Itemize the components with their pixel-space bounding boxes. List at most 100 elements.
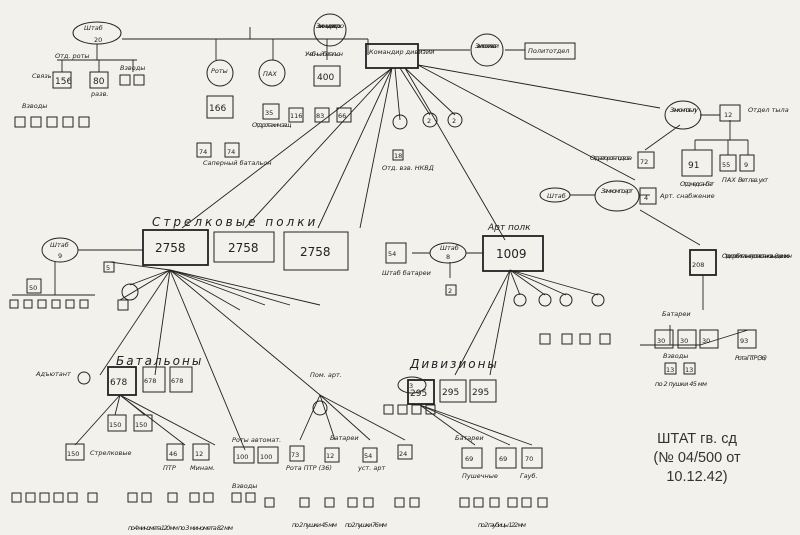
battalion-2[interactable]: 678 [142,366,166,393]
art-polk-node[interactable]: Арт полк 1009 Штаб 8 54 Штаб батареи 2 [382,223,611,345]
ptd-vzvody: Взводы [663,352,688,360]
strelk-label: Стрелковые [90,449,131,457]
ptd-node[interactable]: 208 Отд. истребительно-противотанковый д… [654,249,792,388]
avtomat-num-1: 100 [236,453,248,461]
art-polk-num: 1009 [496,247,527,261]
div-inzh-node: Роты 166 Саперный батальон 74 74 [196,59,272,167]
voen-2-num: 2 [452,117,456,125]
divizion-2[interactable]: 295 [439,379,467,403]
ptd-num: 208 [692,261,704,269]
pom-art-num-54: 54 [364,452,372,460]
zam-tyl-node: Зам ком по тылу 12 Отдел тыла 72 Отд. ав… [590,100,789,188]
divizion-1-num: 295 [410,389,427,399]
pushki-76-label: по 2 пушки 76 мм [345,521,387,529]
otd-roty-label: Отд. роты [55,52,90,60]
zam-politic-label: Зам по полит. части [475,42,499,50]
minom-82-label: по 3 миномета 82 мм [178,524,233,532]
nkvd-label: Отд. взв. НКВД [382,164,434,172]
chart-caption: ШТАТ гв. сд (№ 04/500 от 10.12.42) [622,430,772,487]
divizion-1[interactable]: 295 [407,379,435,405]
reg-box-12 [117,299,129,311]
medsanbat-num: 91 [688,161,699,171]
regiment-2-num: 2758 [228,241,259,255]
ptd-batarei: Батареи [662,310,691,318]
ptr-small-num: 73 [291,451,299,459]
uch-sub-1: 116 [290,112,302,120]
shtab-num: 20 [94,36,102,44]
razved-label: разв. [90,90,108,98]
ptd-label: Отд. истребительно-противотанковый дивиз… [722,252,792,260]
art-box-2: 2 [448,287,452,295]
art-shtab-num: 8 [446,253,450,261]
reg-circle [121,283,139,301]
ptd-vzv-2: 13 [685,366,693,374]
avtorota-num: 72 [640,158,648,166]
batarei-label-1: Батареи [330,434,359,442]
divizion-2-num: 295 [442,388,459,398]
razved-node: 80 разв. [89,71,109,98]
voen-1-num: 2 [427,117,431,125]
uch-bat-node: Учебный батальон 400 116 83 66 [288,50,352,123]
battalion-3-num: 678 [171,377,183,385]
zam-stroy-node: Зам командира по строю [313,13,347,47]
pushechnye-label: Пушечные [462,472,498,480]
regiment-3[interactable]: 2758 [283,231,349,271]
regiment-2[interactable]: 2758 [213,231,275,263]
pom-art-node: Пом. арт. 73 Рота ПТР (36) 12 54 уст. ар… [264,371,420,529]
nkvd-node: 18 Отд. взв. НКВД 2 2 [382,112,463,172]
medsanbat-label: Отд. мед санбат [680,180,714,188]
zam-art-node: Штаб Зам ком по арт 4 Арт. снабжение [539,180,715,212]
adjutant-circle [77,371,91,385]
sapery-num: 166 [209,104,226,114]
minom-rota: 46 ПТР 12 Минам. по 3 миномета 82 мм по … [128,443,233,532]
battalions-label: Батальоны [116,354,203,368]
pom-art-num-12: 12 [326,452,334,460]
svyaz-vzvody: Взводы [14,102,90,128]
pushki-122-label: по 2 гаубицы 122 мм [478,521,526,529]
him-label: Отд. рота хим. защ. [252,121,292,129]
pakh-num: 55 [722,161,730,169]
battalion-3[interactable]: 678 [169,366,193,393]
pushki-45-label: по 2 пушки 45 мм [292,521,337,529]
pom-art-label: Пом. арт. [310,371,342,379]
politotdel-label: Политотдел [528,47,569,55]
caption-subtitle: (№ 04/500 от 10.12.42) [653,450,741,485]
otdel-tyla-num: 12 [724,111,732,119]
ptr-num: 93 [740,337,748,345]
adjutant-label: Адъютант [35,370,71,378]
pushechnye-node: 69 69 Пушечные [461,447,517,480]
zam-politic-node: Зам по полит. части Политотдел [470,33,576,67]
art-polk-label: Арт полк [487,223,531,233]
avtomat-vzvody: Взводы [232,482,257,490]
gaub-node: 70 Гауб. по 2 гаубицы 122 мм [459,447,548,529]
art-shtab-label: Штаб [440,244,459,252]
ptd-vzv-1: 13 [666,366,674,374]
reg-shtab-label: Штаб [50,241,69,249]
batarei-label-2: Батареи [455,434,484,442]
reg-svyaz-num: 50 [29,284,37,292]
regiment-1[interactable]: 2758 [142,229,209,266]
art-shtab-3: 3 [383,376,436,415]
avtomat-node: Роты автомат. 100 100 Взводы [231,436,281,503]
svyaz-vzvody-label: Взводы [22,102,47,110]
avtomat-num-2: 100 [260,453,272,461]
bottom-boxes-left [11,492,214,503]
pakh-label: ПАХ [722,176,736,184]
razved-num: 80 [93,77,105,87]
svyaz-node: 156 Связь [32,71,72,89]
div-inzh-label: Роты [211,67,228,75]
svyaz-num: 156 [55,77,72,87]
gaub-num: 70 [525,455,533,463]
minom-num: 46 [169,450,177,458]
divizion-3[interactable]: 295 [469,379,497,403]
ptd-bat-1: 30 [657,337,665,345]
uch-bat-num: 400 [317,73,334,83]
n24: 24 [399,450,407,458]
shtab-bat-num: 54 [388,250,396,258]
battalion-1[interactable]: 678 [107,366,137,396]
ptr-label: Рота ПТР (36) [735,354,767,362]
reg-box-5 [103,261,115,273]
pushechnye-num-2: 69 [499,455,507,463]
